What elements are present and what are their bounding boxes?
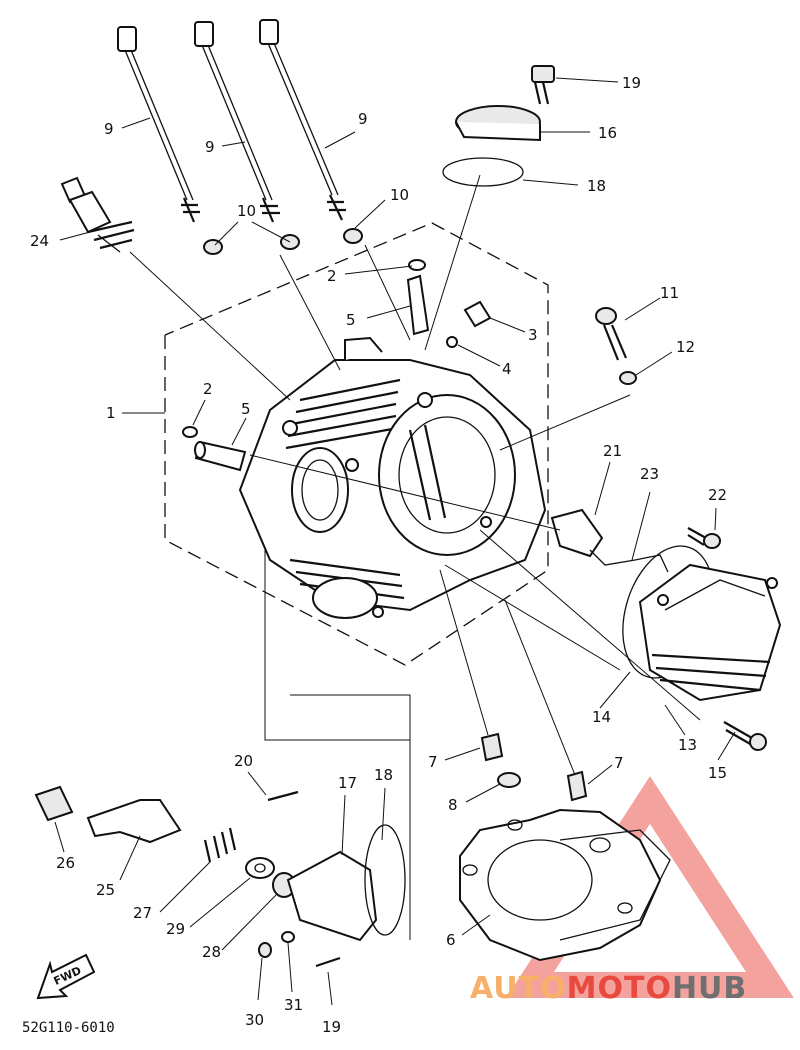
callout-5: 5	[241, 400, 251, 418]
callout-5: 5	[346, 311, 356, 329]
callout-12: 12	[676, 338, 695, 356]
callout-10: 10	[237, 202, 256, 220]
diagram-code: 52G110-6010	[22, 1020, 115, 1036]
callout-3: 3	[528, 326, 538, 344]
callout-6: 6	[446, 931, 456, 949]
fwd-arrow-icon	[36, 953, 96, 1000]
leader-lines	[54, 77, 736, 1006]
callout-18: 18	[587, 177, 606, 195]
callout-14: 14	[592, 708, 611, 726]
side-cover	[622, 545, 782, 702]
tappet-cover-top	[442, 65, 555, 187]
callout-30: 30	[245, 1011, 264, 1029]
callout-4: 4	[502, 360, 512, 378]
callout-29: 29	[166, 920, 185, 938]
bolt-11	[595, 307, 637, 385]
watermark-text: AUTOMOTOHUB	[470, 971, 747, 1006]
callout-16: 16	[598, 124, 617, 142]
callout-19: 19	[322, 1018, 341, 1036]
callout-11: 11	[660, 284, 679, 302]
callout-21: 21	[603, 442, 622, 460]
callout-13: 13	[678, 736, 697, 754]
watermark-text-auto: AUTO	[470, 971, 567, 1006]
callout-8: 8	[448, 796, 458, 814]
callout-17: 17	[338, 774, 357, 792]
callout-15: 15	[708, 764, 727, 782]
callout-27: 27	[133, 904, 152, 922]
assembly-dashed-lines	[164, 222, 549, 940]
callout-10: 10	[390, 186, 409, 204]
spark-plug	[60, 176, 135, 253]
callout-7: 7	[614, 754, 624, 772]
callout-22: 22	[708, 486, 727, 504]
stud-bolt-2	[194, 21, 280, 223]
callout-2: 2	[203, 380, 213, 398]
small-parts	[182, 259, 492, 472]
stud-bolt-1	[117, 26, 200, 223]
cylinder-head	[238, 336, 547, 619]
callout-numbers: 9 9 9 10 10 24 2 2 5 5 3 4 1 19 16 18 11…	[30, 74, 727, 1036]
stud-bolts	[117, 19, 346, 223]
dowel-pins	[480, 732, 588, 802]
sensor-assembly	[550, 508, 721, 573]
callout-9: 9	[205, 138, 215, 156]
callout-23: 23	[640, 465, 659, 483]
callout-9: 9	[358, 110, 368, 128]
callout-19: 19	[622, 74, 641, 92]
bolt-15	[723, 721, 767, 751]
callout-9: 9	[104, 120, 114, 138]
tensioner-assembly	[34, 785, 406, 968]
stud-bolt-3	[259, 19, 346, 221]
watermark-text-moto: MOTO	[567, 971, 672, 1006]
callout-31: 31	[284, 996, 303, 1014]
callout-7: 7	[428, 753, 438, 771]
callout-25: 25	[96, 881, 115, 899]
callout-20: 20	[234, 752, 253, 770]
callout-2: 2	[327, 267, 337, 285]
callout-28: 28	[202, 943, 221, 961]
watermark-text-hub: HUB	[672, 971, 747, 1006]
callout-24: 24	[30, 232, 49, 250]
callout-18: 18	[374, 766, 393, 784]
callout-1: 1	[106, 404, 116, 422]
head-gasket	[459, 808, 671, 962]
callout-26: 26	[56, 854, 75, 872]
